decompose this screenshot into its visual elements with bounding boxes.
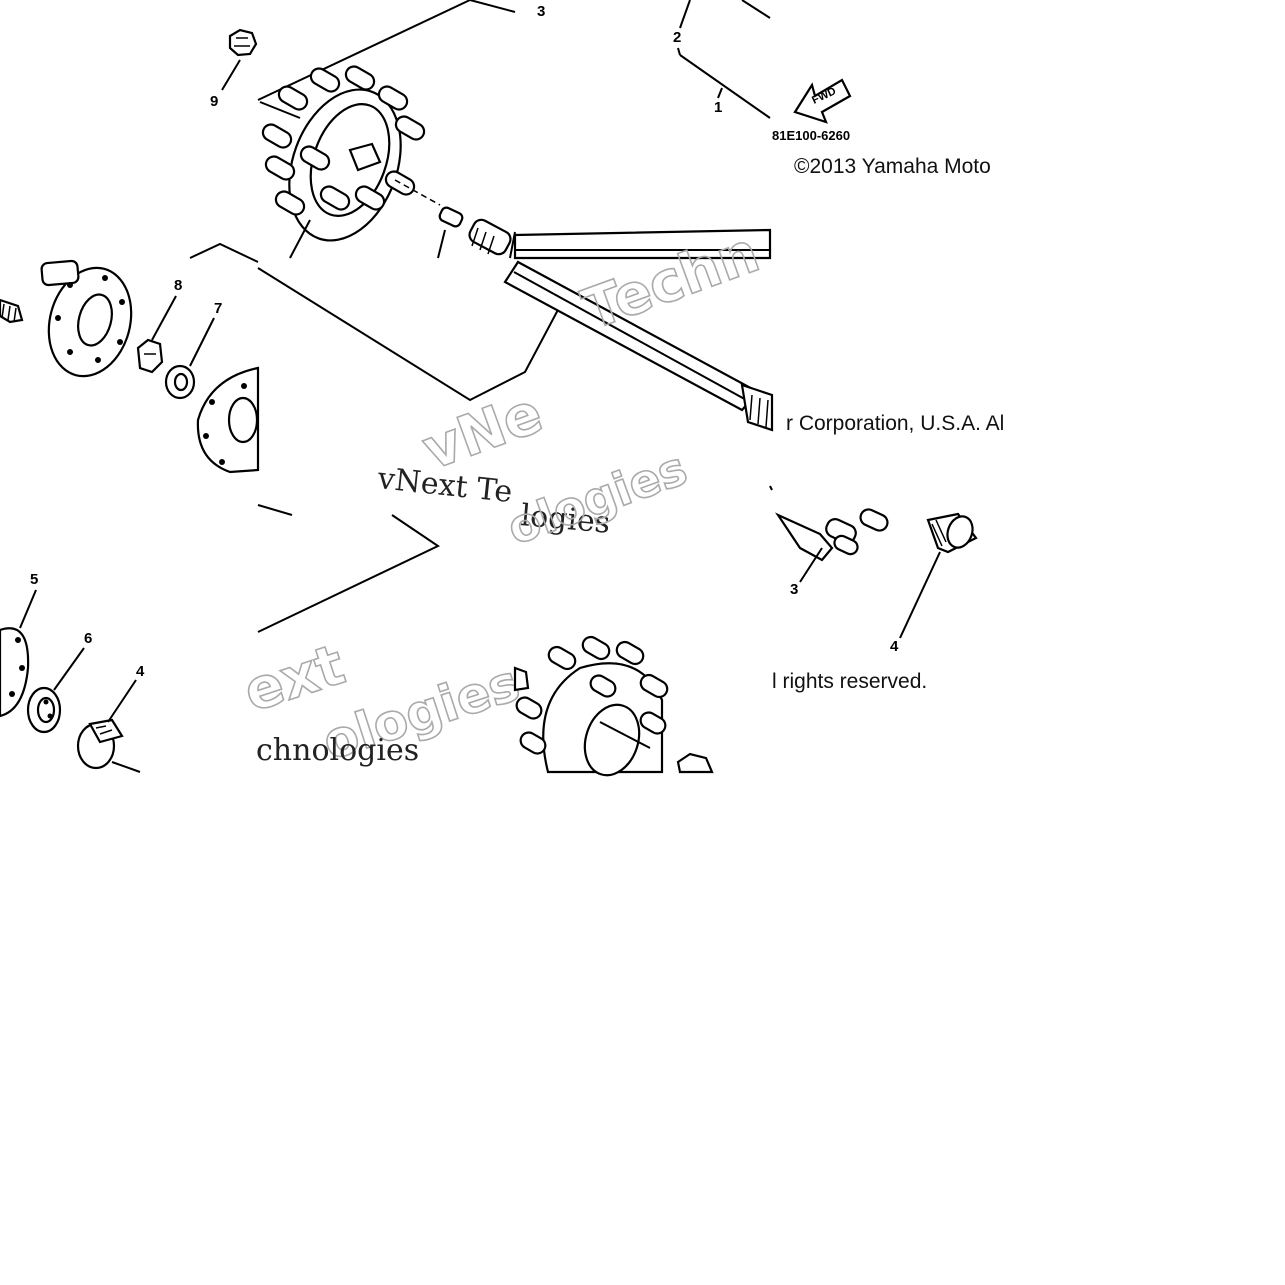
copyright-line-3: l rights reserved.: [772, 670, 927, 693]
leader-line-7: [189, 317, 215, 367]
callout-right-4: 4: [890, 638, 899, 655]
sprocket-fragment-right: [774, 508, 889, 562]
copyright-line-1: ©2013 Yamaha Moto: [794, 155, 991, 178]
drive-shaft-part: [503, 260, 774, 432]
tile-top-right: FWD: [513, 0, 852, 260]
callout-9: 9: [210, 93, 218, 110]
tile-middle-right: Techn logies ologies: [499, 219, 774, 556]
stud-bolt-part: [0, 298, 24, 324]
callout-left-4: 4: [136, 663, 145, 680]
callout-top-2: 2: [673, 29, 681, 46]
callout-7: 7: [214, 300, 222, 317]
leader-line-8: [151, 295, 177, 341]
copyright-line-2: r Corporation, U.S.A. Al: [786, 412, 1004, 435]
bolt-part: [228, 28, 258, 57]
bearing-part: [26, 686, 62, 734]
leader-line-9: [221, 59, 241, 91]
right-side-parts: [774, 508, 978, 639]
leader-line-left-4: [107, 679, 137, 723]
washer-part: [164, 364, 196, 400]
tile-middle-left: [0, 242, 260, 474]
leader-line-6: [53, 647, 85, 691]
leader-line-5: [19, 589, 37, 629]
tile-top-middle: [257, 0, 516, 259]
watermark-serif-fragment: logies: [519, 498, 611, 541]
callout-top-1: 1: [714, 99, 722, 116]
wheel-hub-part: [196, 366, 260, 474]
tile-center: vNext Te vNe: [257, 267, 561, 516]
callout-top-3: 3: [537, 3, 545, 20]
sprocket-part-lower: [515, 635, 669, 777]
part-code: 81E100-6260: [772, 128, 850, 143]
tile-bottom-left: [0, 589, 141, 773]
tile-bottom-right: [513, 635, 714, 777]
callout-6: 6: [84, 630, 92, 647]
clamp-part: [76, 718, 124, 770]
leader-line-right-3: [799, 547, 823, 583]
callout-8: 8: [174, 277, 182, 294]
hub-flange-part: [40, 259, 133, 378]
leader-line-right-4: [899, 551, 941, 639]
sprocket-part: [261, 65, 426, 242]
tile-bottom-middle: ext ologies chnologies: [235, 514, 527, 772]
nut-part-lower: [676, 752, 714, 774]
pin-part: [438, 206, 464, 228]
nut-part: [136, 338, 164, 374]
fwd-arrow-icon: FWD: [793, 78, 852, 124]
bolt-part-lower: [513, 666, 530, 692]
watermark-serif-line-2: chnologies: [256, 733, 419, 768]
idler-wheel-part: [0, 627, 30, 718]
tile-top-left: [221, 28, 258, 91]
collar-part: [926, 512, 978, 554]
shaft-end-part: [468, 218, 512, 256]
watermark-outline-2: vNe: [415, 381, 551, 484]
callout-right-3: 3: [790, 581, 798, 598]
callout-5: 5: [30, 571, 38, 588]
